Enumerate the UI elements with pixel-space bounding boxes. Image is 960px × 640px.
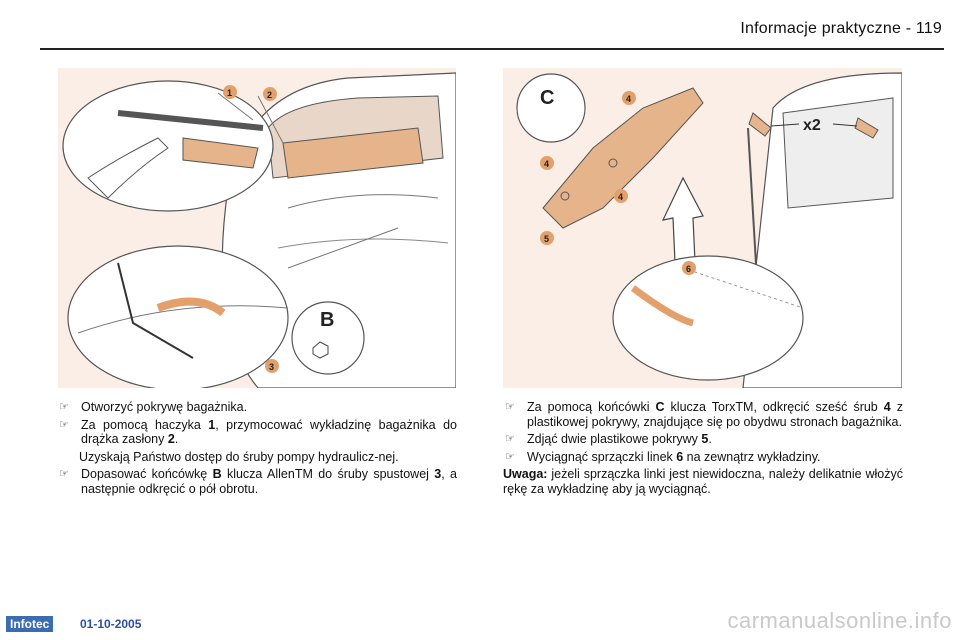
hex-symbol (312, 341, 329, 359)
callout-4c (614, 189, 628, 203)
chassis-line (77, 305, 289, 334)
step-open-trunk: ☞ Otworzyć pokrywę bagażnika. (57, 400, 457, 415)
step-text: Za pomocą haczyka 1, przymocować wykładz… (81, 417, 457, 447)
x2-arrow-right (832, 123, 858, 127)
callout-4a (622, 91, 636, 105)
leader-2 (257, 95, 284, 144)
callout-4a-label: 4 (626, 94, 631, 104)
label-x2: x2 (803, 117, 821, 134)
callout-5 (540, 231, 554, 245)
cover-small-right (854, 117, 879, 139)
bullet-hand-icon: ☞ (59, 468, 69, 480)
label-B: B (320, 309, 334, 331)
step-pull-buckles: ☞ Wyciągnąć sprzączki linek 6 na zewnątr… (503, 450, 903, 465)
callout-5-label: 5 (544, 234, 549, 244)
figure-right-illustration: x2 C 4 4 4 5 6 (516, 72, 902, 388)
callout-4b-label: 4 (544, 159, 549, 169)
bullet-hand-icon: ☞ (505, 433, 515, 445)
screw-hole-2 (608, 158, 618, 168)
step-text: Dopasować końcówkę B klucza AllenTM do ś… (81, 467, 457, 496)
step-text: Otworzyć pokrywę bagażnika. (81, 400, 248, 414)
key-tip-inset (291, 301, 365, 375)
trunk-lid (782, 97, 894, 209)
header-rule (40, 48, 944, 50)
callout-6-label: 6 (686, 264, 691, 274)
bullet-hand-icon: ☞ (505, 450, 515, 463)
callout-2-label: 2 (267, 90, 272, 100)
label-C: C (540, 87, 554, 109)
figure-right: x2 C 4 4 4 5 6 (503, 68, 902, 388)
brand-logo: Infotec (6, 616, 54, 632)
note-text: jeżeli sprzączka linki jest niewidoczna,… (503, 467, 903, 496)
hand-top (87, 137, 169, 199)
pointer-line (287, 227, 399, 269)
bullet-hand-icon: ☞ (59, 418, 69, 431)
figure-left: B 1 2 3 (58, 68, 456, 388)
torx-inset (516, 73, 586, 143)
callout-1 (223, 85, 237, 99)
pull-arrow (630, 285, 694, 327)
callout-3-label: 3 (269, 362, 274, 372)
callout-1-label: 1 (227, 88, 232, 98)
step-text: Za pomocą końcówki C klucza TorxTM, odkr… (527, 400, 903, 429)
note-paragraph: Uwaga: jeżeli sprzączka linki jest niewi… (503, 467, 903, 496)
bumper-line (287, 194, 439, 209)
x2-arrow-left (770, 123, 800, 127)
instructions-right: ☞ Za pomocą końcówki C klucza TorxTM, od… (503, 400, 903, 496)
page-title: Informacje praktyczne - 119 (740, 20, 942, 37)
step-attach-liner: ☞ Za pomocą haczyka 1, przymocować wykła… (57, 418, 457, 447)
figure-left-illustration: B 1 2 3 (62, 72, 456, 388)
step-text: Zdjąć dwie plastikowe pokrywy 5. (527, 432, 712, 446)
watermark: carmanualsonline.info (727, 608, 952, 633)
lower-line (277, 238, 449, 249)
instructions-left: ☞ Otworzyć pokrywę bagażnika. ☞ Za pomoc… (57, 400, 457, 499)
rotation-arrow (156, 297, 226, 317)
callout-4b (540, 156, 554, 170)
trunk-liner (282, 127, 424, 179)
step-torx-screws: ☞ Za pomocą końcówki C klucza TorxTM, od… (503, 400, 903, 429)
detail-circle-buckle (612, 255, 804, 381)
step-allen-key: ☞ Dopasować końcówkę B klucza AllenTM do… (57, 467, 457, 496)
curtain-rod (117, 110, 264, 131)
step-text: Wyciągnąć sprzączki linek 6 na zewnątrz … (527, 449, 821, 464)
screw-hole-1 (560, 191, 570, 201)
liner-detail (182, 137, 259, 169)
leader-1 (217, 92, 254, 121)
access-paragraph: Uzyskają Państwo dostęp do śruby pompy h… (79, 449, 399, 464)
note-label: Uwaga: (503, 467, 548, 481)
cover-small-left (748, 112, 772, 137)
step-remove-covers: ☞ Zdjąć dwie plastikowe pokrywy 5. (503, 432, 903, 447)
callout-6 (682, 261, 696, 275)
detail-circle-bottom (67, 245, 289, 388)
callout-4c-label: 4 (618, 192, 623, 202)
allen-key (117, 262, 194, 359)
bullet-hand-icon: ☞ (505, 401, 515, 413)
callout-3 (265, 359, 279, 373)
bullet-hand-icon: ☞ (59, 401, 69, 413)
footer-date: 01-10-2005 (80, 617, 142, 631)
plastic-cover-part (542, 87, 704, 229)
callout-2 (263, 87, 277, 101)
